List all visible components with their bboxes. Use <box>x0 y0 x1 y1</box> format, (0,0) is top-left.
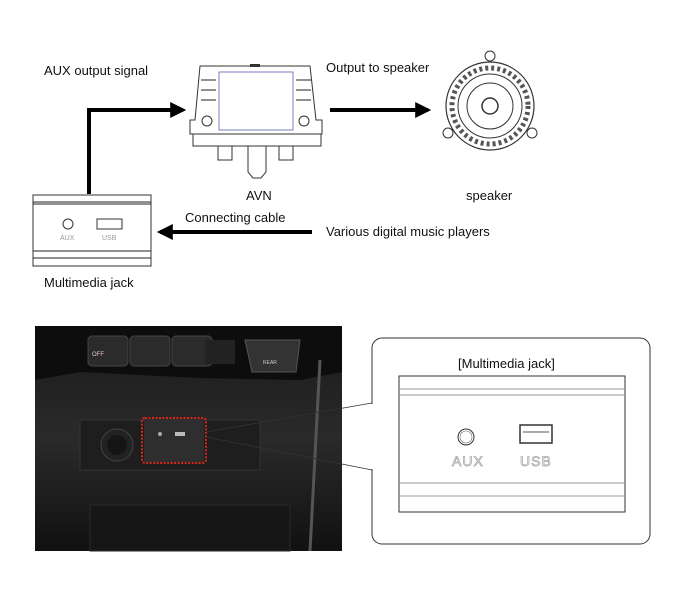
aux-port-icon <box>457 428 475 446</box>
multimedia-jack-highlight <box>141 417 207 464</box>
callout-title: [Multimedia jack] <box>458 356 555 371</box>
jack-aux-label: AUX <box>60 235 75 242</box>
avn-label: AVN <box>246 188 272 203</box>
music-players-label: Various digital music players <box>326 224 490 239</box>
jack-usb-label: USB <box>102 235 117 242</box>
output-to-speaker-label: Output to speaker <box>326 60 430 75</box>
off-button-text: OFF <box>92 352 104 358</box>
connecting-cable-label: Connecting cable <box>185 210 285 225</box>
callout-line-bottom <box>205 436 373 471</box>
callout-usb-label: USB <box>520 453 552 469</box>
callout-aux-label: AUX <box>452 453 484 469</box>
multimedia-jack-label: Multimedia jack <box>44 275 134 290</box>
speaker-label: speaker <box>466 188 513 203</box>
multimedia-jack-callout: [Multimedia jack] AUX USB <box>371 337 651 545</box>
callout-line-top <box>205 402 373 433</box>
console-photo: OFF REAR <box>35 326 342 552</box>
aux-port-icon <box>62 218 74 230</box>
usb-port-icon <box>519 424 553 444</box>
rear-button-text: REAR <box>263 360 277 366</box>
aux-output-arrow <box>87 102 187 194</box>
usb-port-icon <box>96 218 123 230</box>
avn-unit <box>189 64 323 179</box>
aux-output-signal-label: AUX output signal <box>44 63 148 78</box>
speaker-icon <box>442 50 538 151</box>
multimedia-jack-drawing: AUX USB <box>32 194 152 267</box>
